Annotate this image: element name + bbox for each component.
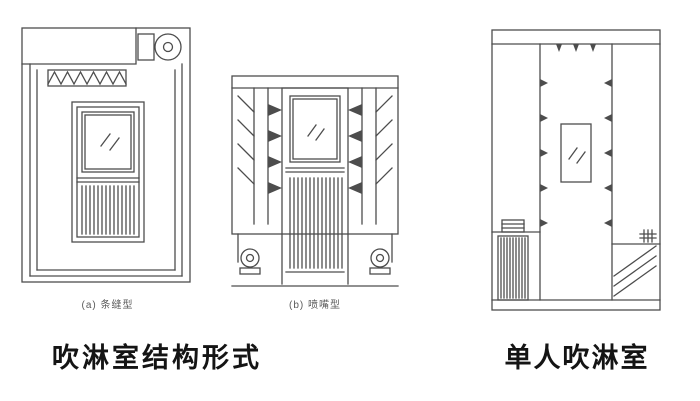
door-assembly bbox=[71, 101, 145, 243]
side-plenum-walls bbox=[237, 87, 393, 225]
single-person-drawing bbox=[491, 29, 661, 311]
single-person-air-shower-diagram bbox=[490, 28, 662, 313]
air-shower-nozzle-type-diagram bbox=[230, 74, 400, 296]
diagram-a-label: (a) 条缝型 bbox=[81, 300, 134, 311]
fan-symbol-right bbox=[369, 248, 391, 275]
return-air-louver bbox=[613, 229, 657, 297]
outer-enclosure bbox=[21, 27, 191, 283]
fan-symbol bbox=[137, 33, 182, 61]
diagram-b-label: (b) 喷嘴型 bbox=[289, 300, 341, 311]
fan-symbol-left bbox=[239, 248, 261, 275]
door-glass-window bbox=[81, 111, 135, 173]
outer-enclosure bbox=[231, 75, 399, 287]
heater-unit bbox=[497, 219, 529, 301]
hatch-left bbox=[237, 95, 255, 185]
filter-zigzag-symbol bbox=[47, 69, 127, 87]
caption-structure-forms: 吹淋室结构形式 bbox=[52, 343, 262, 373]
door-grille bbox=[289, 177, 343, 269]
nozzle-triangles bbox=[268, 104, 362, 194]
caption-single-person: 单人吹淋室 bbox=[504, 343, 650, 373]
door-grille bbox=[81, 185, 135, 235]
door-glass-window bbox=[560, 123, 592, 183]
hatch-right bbox=[375, 95, 393, 185]
wall-nozzles bbox=[540, 79, 612, 227]
nozzle-type-drawing bbox=[231, 75, 399, 287]
air-shower-slot-type-diagram bbox=[20, 26, 195, 286]
door-glass-window bbox=[289, 95, 341, 163]
door-assembly bbox=[281, 87, 349, 285]
outer-enclosure bbox=[491, 29, 661, 311]
slot-type-drawing bbox=[21, 27, 191, 283]
ceiling-nozzles bbox=[556, 44, 596, 52]
